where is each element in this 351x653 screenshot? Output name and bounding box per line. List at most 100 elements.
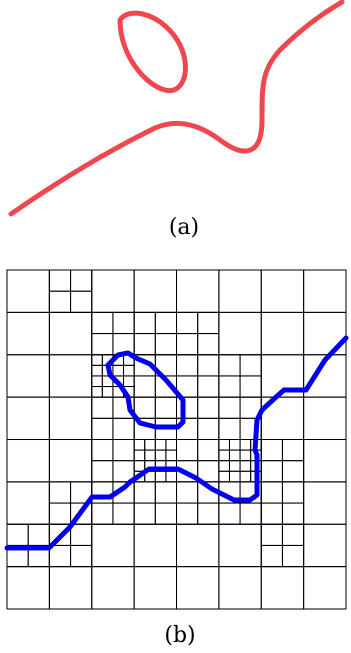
grid-subcell	[228, 449, 241, 462]
grid-subcell	[154, 311, 177, 335]
grid-subcell	[91, 333, 114, 356]
grid-cell	[48, 396, 93, 441]
grid-subcell	[133, 481, 156, 504]
grid-cell	[303, 269, 347, 313]
grid-subcell	[260, 544, 283, 568]
grid-subcell	[48, 481, 72, 504]
discretized-curve-main	[4, 335, 349, 551]
grid-subcell	[197, 354, 220, 377]
grid-subcell	[48, 269, 72, 292]
grid-subcell	[91, 311, 114, 335]
grid-cell	[91, 566, 135, 610]
grid-cell	[48, 439, 93, 483]
grid-subcell	[281, 481, 305, 504]
grid-subcell	[133, 396, 156, 419]
grid-subcell	[239, 449, 252, 462]
grid-subcell	[239, 470, 252, 483]
grid-cell	[303, 311, 347, 356]
panel-a: (a)	[8, 0, 345, 240]
grid-subcell	[228, 439, 241, 451]
grid-subcell	[218, 417, 241, 440]
grid-cell	[260, 566, 305, 610]
grid-subcell	[197, 396, 220, 419]
grid-subcell	[27, 523, 50, 546]
grid-subcell	[197, 417, 220, 440]
grid-subcell	[112, 439, 135, 462]
grid-cell	[6, 396, 50, 441]
grid-subcell	[218, 470, 230, 483]
grid-subcell	[218, 449, 230, 462]
grid-cell	[6, 566, 50, 610]
grid-subcell	[91, 396, 114, 419]
quadtree-grid	[6, 269, 347, 610]
grid-cell	[48, 354, 93, 398]
grid-subcell	[176, 396, 199, 419]
grid-cell	[218, 269, 262, 313]
grid-subcell	[144, 439, 156, 451]
grid-subcell	[260, 523, 283, 546]
grid-subcell	[165, 449, 178, 462]
grid-subcell	[176, 481, 199, 504]
panel-b-caption: (b)	[164, 623, 195, 648]
grid-subcell	[260, 481, 283, 504]
grid-cell	[6, 269, 50, 313]
grid-subcell	[154, 333, 177, 356]
grid-cell	[218, 523, 262, 568]
grid-cell	[303, 481, 347, 525]
grid-subcell	[197, 333, 220, 356]
grid-cell	[176, 566, 220, 610]
grid-cell	[91, 523, 135, 568]
grid-cell	[176, 523, 220, 568]
grid-subcell	[91, 375, 103, 388]
grid-subcell	[239, 460, 252, 472]
smooth-curve	[8, 0, 345, 217]
grid-cell	[91, 269, 135, 313]
grid-subcell	[91, 439, 114, 462]
grid-subcell	[260, 502, 283, 525]
grid-subcell	[197, 375, 220, 398]
grid-subcell	[133, 333, 156, 356]
grid-subcell	[70, 544, 93, 568]
grid-subcell	[154, 502, 177, 525]
grid-subcell	[176, 502, 199, 525]
grid-subcell	[112, 364, 125, 377]
grid-subcell	[218, 375, 241, 398]
grid-subcell	[154, 396, 177, 419]
grid-subcell	[239, 502, 262, 525]
grid-subcell	[239, 439, 252, 451]
grid-subcell	[133, 502, 156, 525]
grid-subcell	[123, 364, 135, 377]
grid-subcell	[197, 311, 220, 335]
grid-subcell	[218, 354, 241, 377]
grid-cell	[48, 566, 93, 610]
grid-cell	[218, 566, 262, 610]
grid-subcell	[260, 460, 283, 483]
grid-subcell	[154, 439, 167, 451]
grid-cell	[176, 269, 220, 313]
grid-subcell	[176, 333, 199, 356]
grid-subcell	[91, 386, 103, 398]
grid-subcell	[112, 311, 135, 335]
grid-subcell	[112, 417, 135, 440]
grid-subcell	[239, 375, 262, 398]
grid-subcell	[154, 449, 167, 462]
grid-subcell	[133, 449, 146, 462]
grid-subcell	[176, 417, 199, 440]
grid-cell	[303, 439, 347, 483]
grid-subcell	[260, 439, 283, 462]
grid-subcell	[123, 375, 135, 388]
grid-subcell	[239, 354, 262, 377]
discretized-curve	[4, 335, 349, 551]
grid-subcell	[91, 417, 114, 440]
grid-subcell	[281, 544, 305, 568]
grid-cell	[218, 311, 262, 356]
grid-subcell	[228, 460, 241, 472]
grid-subcell	[48, 544, 72, 568]
grid-cell	[6, 481, 50, 525]
grid-cell	[133, 523, 178, 568]
grid-subcell	[91, 481, 114, 504]
grid-subcell	[176, 311, 199, 335]
grid-cell	[133, 269, 178, 313]
grid-subcell	[218, 460, 230, 472]
